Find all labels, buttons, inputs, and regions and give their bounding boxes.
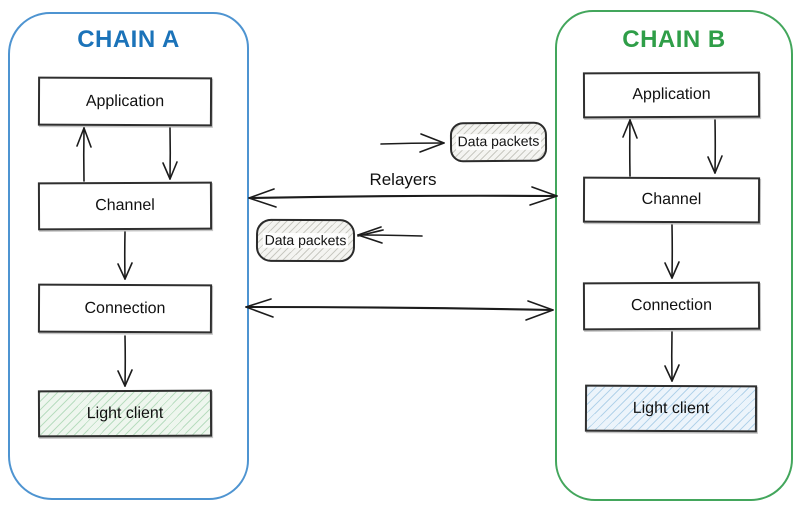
chain-b-light-client-box: Light client bbox=[584, 384, 758, 433]
chain-b-channel-label: Channel bbox=[641, 190, 702, 209]
data-packets-box-bottom: Data packets bbox=[255, 218, 356, 263]
chain-b-connection-box: Connection bbox=[582, 281, 761, 331]
chain-b-container: CHAIN B bbox=[555, 10, 793, 501]
data-packets-box-top: Data packets bbox=[449, 121, 548, 163]
chain-a-channel-label: Channel bbox=[95, 196, 155, 215]
data-packets-top-label: Data packets bbox=[455, 133, 542, 150]
chain-b-application-label: Application bbox=[632, 85, 711, 104]
chain-a-application-label: Application bbox=[85, 92, 165, 110]
arrow-to-data-packets-bottom bbox=[357, 226, 423, 244]
chain-a-connection-label: Connection bbox=[84, 299, 166, 317]
arrow-to-data-packets-top bbox=[380, 133, 445, 153]
chain-a-light-client-box: Light client bbox=[37, 389, 213, 438]
chain-b-title: CHAIN B bbox=[622, 26, 726, 53]
arrow-connection-double bbox=[245, 298, 554, 321]
chain-b-light-client-label: Light client bbox=[632, 399, 710, 417]
chain-a-connection-box: Connection bbox=[37, 283, 213, 334]
relayers-label: Relayers bbox=[369, 170, 437, 189]
data-packets-bottom-label: Data packets bbox=[262, 232, 349, 249]
chain-a-channel-box: Channel bbox=[37, 181, 213, 231]
chain-a-light-client-label: Light client bbox=[86, 404, 164, 422]
chain-a-application-box: Application bbox=[37, 76, 213, 127]
chain-a-container: CHAIN A bbox=[8, 12, 249, 500]
chain-b-connection-label: Connection bbox=[630, 296, 713, 315]
chain-b-channel-box: Channel bbox=[582, 176, 761, 224]
arrow-relayers-double bbox=[248, 186, 558, 208]
chain-b-application-box: Application bbox=[582, 71, 761, 119]
chain-a-title: CHAIN A bbox=[77, 26, 180, 53]
